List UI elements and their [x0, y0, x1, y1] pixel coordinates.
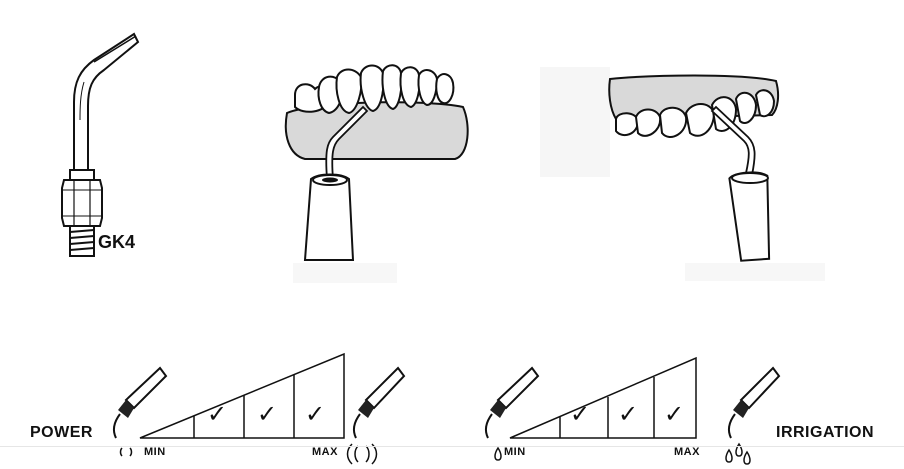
power-min-label: MIN — [144, 446, 166, 458]
tip-model-label: GK4 — [98, 232, 136, 252]
power-max-label: MAX — [312, 446, 338, 458]
irrigation-max-label: MAX — [674, 446, 700, 458]
irrigation-handpiece-min-icon — [484, 366, 540, 461]
baseline-divider — [0, 446, 904, 447]
power-label: POWER — [30, 424, 93, 441]
handpiece-2 — [728, 171, 771, 262]
tip-hex-nut — [61, 179, 103, 227]
power-handpiece-min-icon — [112, 366, 168, 457]
upper-arch-illustration — [540, 67, 825, 281]
irrigation-check-2: ✓ — [570, 401, 591, 428]
power-handpiece-max-icon — [346, 366, 406, 465]
irrigation-check-4: ✓ — [664, 401, 685, 428]
handpiece — [303, 173, 355, 261]
lower-arch-illustration — [275, 55, 475, 285]
irrigation-label: IRRIGATION — [776, 424, 875, 441]
irrigation-min-label: MIN — [504, 446, 526, 458]
irrigation-scale — [509, 356, 697, 439]
irrigation-handpiece-max-icon — [725, 366, 781, 465]
tip-collar — [69, 169, 95, 181]
power-check-4: ✓ — [305, 401, 326, 428]
power-check-3: ✓ — [257, 401, 278, 428]
power-check-2: ✓ — [207, 401, 228, 428]
irrigation-check-3: ✓ — [618, 401, 639, 428]
scaler-tip-illustration — [61, 32, 140, 257]
power-scale — [139, 352, 345, 439]
